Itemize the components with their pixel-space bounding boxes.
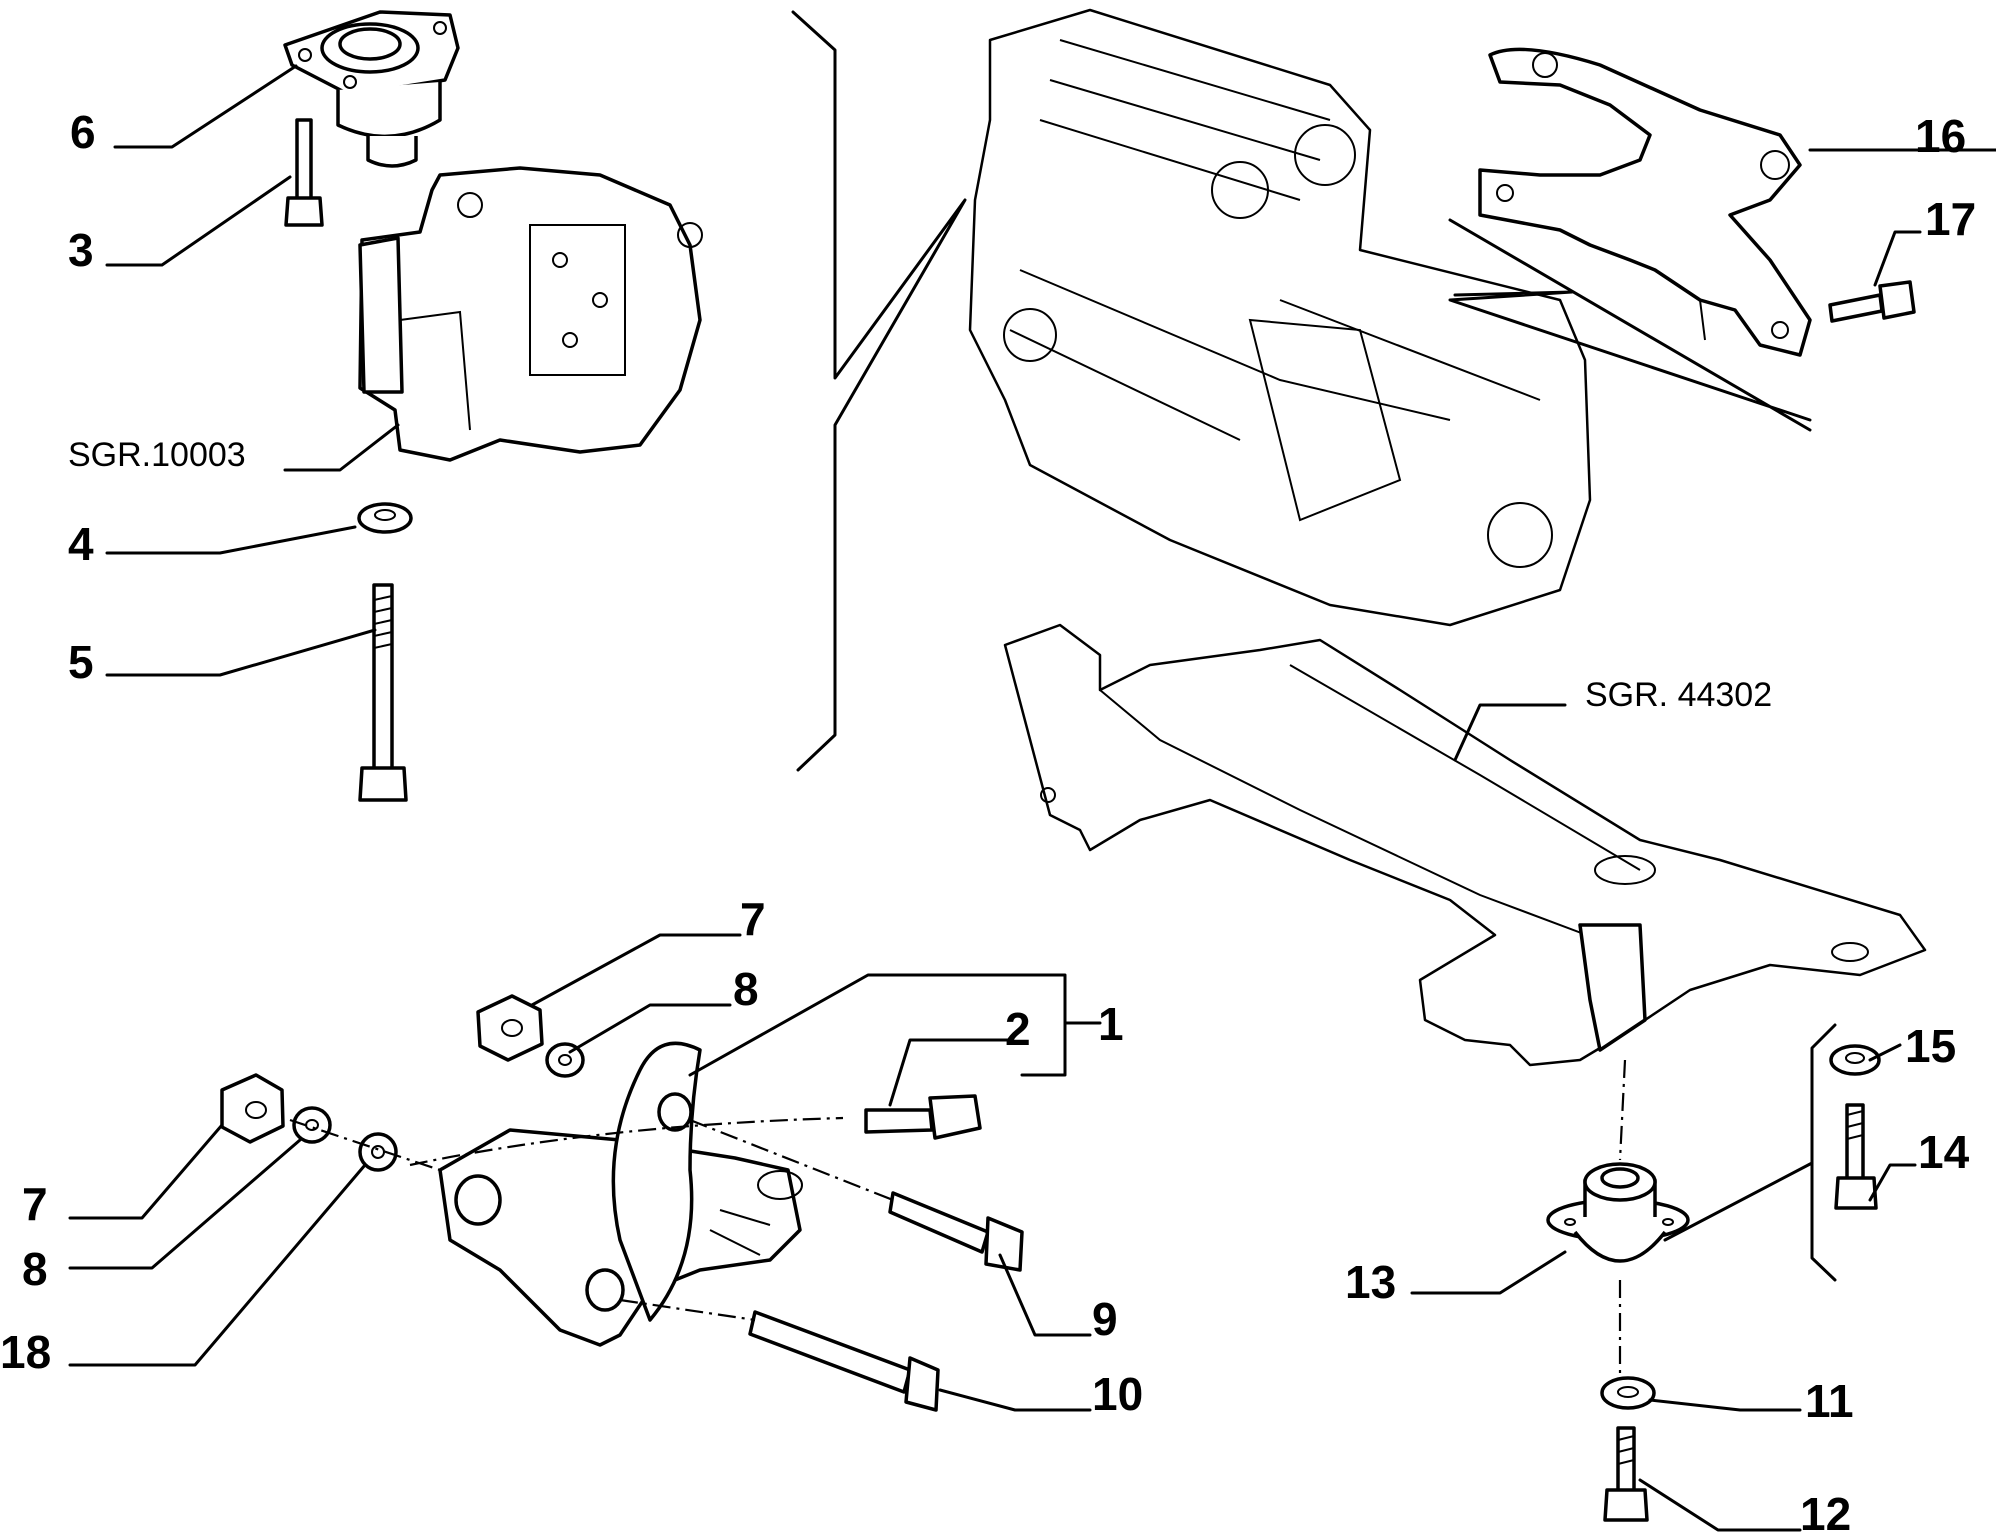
upper-mount-part-6 [283, 10, 460, 168]
washer-part-15 [1829, 1044, 1881, 1076]
callout-7-lower: 7 [22, 1178, 48, 1230]
axis-line-rubber-mount [1618, 1059, 1627, 1380]
bolt-part-2 [864, 1094, 982, 1140]
callout-18: 18 [0, 1326, 51, 1378]
callout-17: 17 [1925, 193, 1976, 245]
bolt-part-12 [1603, 1426, 1649, 1522]
callout-15: 15 [1905, 1020, 1956, 1072]
callout-14: 14 [1918, 1126, 1970, 1178]
washer-part-18 [358, 1132, 398, 1172]
callout-2: 2 [1005, 1003, 1031, 1055]
callout-9: 9 [1092, 1293, 1118, 1345]
bolt-part-17 [1828, 280, 1916, 323]
callout-3: 3 [68, 224, 94, 276]
callout-1: 1 [1098, 998, 1124, 1050]
nut-part-7-lower [220, 1073, 285, 1144]
callout-12: 12 [1800, 1488, 1851, 1535]
callout-16: 16 [1915, 110, 1966, 162]
mount-arm-part-1 [438, 1041, 803, 1347]
group-bracket-parts-14-15 [1810, 1023, 1837, 1282]
bolt-part-9 [888, 1191, 1024, 1272]
callout-7-upper: 7 [740, 893, 766, 945]
callout-10: 10 [1092, 1368, 1143, 1420]
engine-assembly [968, 8, 1592, 627]
assembly-lines-part-16 [1448, 218, 1812, 432]
callout-11: 11 [1805, 1375, 1854, 1427]
bolt-part-3 [284, 118, 324, 227]
callout-8-upper: 8 [733, 963, 759, 1015]
bolt-part-14 [1834, 1103, 1878, 1210]
leader-lines [68, 64, 1996, 1532]
washer-part-8-lower [292, 1106, 332, 1144]
gearbox-support-bracket [358, 166, 703, 462]
callout-4: 4 [68, 518, 94, 570]
nut-part-7-upper [476, 994, 544, 1062]
washer-part-11 [1600, 1376, 1656, 1410]
callout-6: 6 [70, 106, 96, 158]
rubber-mount-part-13 [1546, 1162, 1690, 1263]
reference-sgr-10003: SGR.10003 [68, 436, 246, 474]
assembly-bracket-line [791, 10, 967, 772]
callout-13: 13 [1345, 1256, 1396, 1308]
washer-part-4 [357, 502, 413, 534]
long-bolt-part-5 [358, 583, 408, 802]
callout-8-lower: 8 [22, 1243, 48, 1295]
callout-5: 5 [68, 636, 94, 688]
reference-sgr-44302: SGR. 44302 [1585, 676, 1772, 714]
axis-lines-mount-arm [289, 1116, 894, 1322]
bolt-part-10 [748, 1310, 940, 1412]
bracket-part-16 [1478, 47, 1812, 357]
washer-part-8-upper [545, 1042, 585, 1078]
subframe-crossmember [1003, 623, 1927, 1067]
